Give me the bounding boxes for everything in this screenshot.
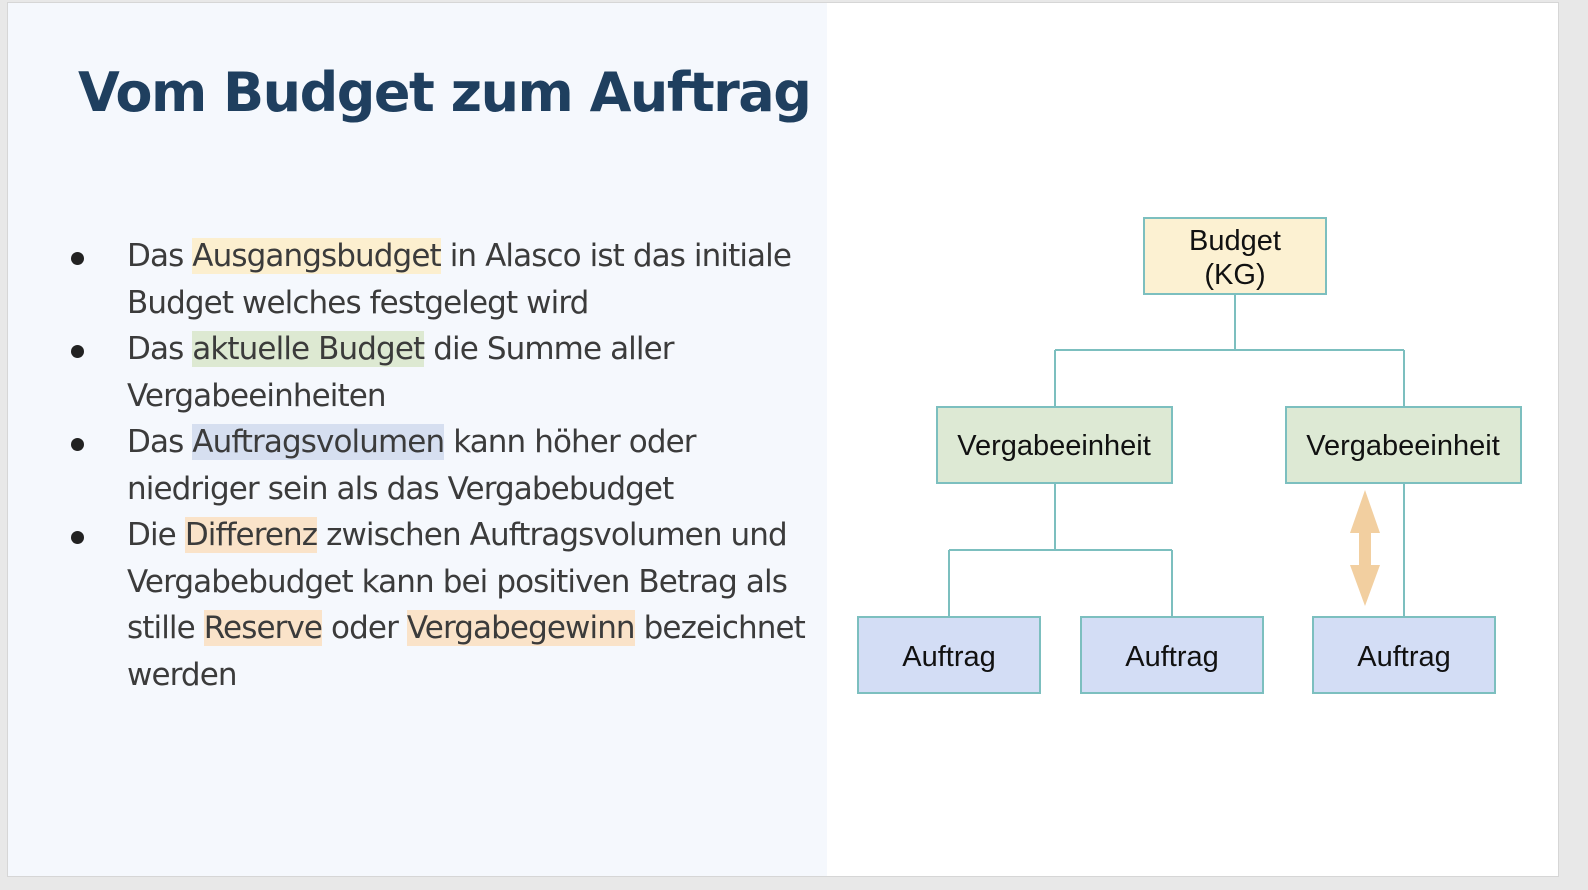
- bullet-icon: [71, 438, 84, 451]
- auftrag-node: Auftrag: [1080, 616, 1264, 694]
- bullet-text-part: bezeichnet werden: [127, 610, 806, 693]
- bullet-text-part: Das: [127, 238, 193, 274]
- auftrag-node-label: Auftrag: [902, 641, 996, 673]
- auftrag-node-box: [1080, 616, 1264, 694]
- highlight-auftragsvolumen: Auftragsvolumen: [192, 424, 445, 460]
- auftrag-node-label: Auftrag: [1125, 641, 1219, 673]
- auftrag-node-label: Auftrag: [1357, 641, 1451, 673]
- slide: Vom Budget zum Auftrag Das Ausgangsbudge…: [7, 2, 1559, 877]
- budget-node-sublabel: (KG): [1204, 259, 1265, 291]
- bullet-item: Das aktuelle Budget die Summe aller Verg…: [68, 326, 807, 419]
- bullet-text-part: Die: [127, 517, 185, 553]
- bullet-text-part: in Alasco ist das initiale Budget welche…: [127, 238, 792, 321]
- budget-node: Budget (KG): [1143, 217, 1327, 295]
- connectors: [948, 294, 1405, 617]
- auftrag-node: Auftrag: [1312, 616, 1496, 694]
- vergabeeinheit-node-label: Vergabeeinheit: [957, 430, 1151, 462]
- bullet-item: Das Auftragsvolumen kann höher oder nied…: [68, 419, 807, 512]
- highlight-differenz: Differenz: [184, 517, 318, 553]
- vergabeeinheit-node-box: [936, 406, 1173, 484]
- highlight-vergabegewinn: Vergabegewinn: [406, 610, 636, 646]
- budget-node-label: Budget: [1189, 225, 1281, 257]
- vergabeeinheit-node-label: Vergabeeinheit: [1306, 430, 1500, 462]
- bullet-text-part: kann höher oder niedriger sein als das V…: [127, 424, 697, 507]
- bullet-text-part: Das: [127, 331, 193, 367]
- bullet-list: Das Ausgangsbudget in Alasco ist das ini…: [68, 233, 807, 698]
- vergabeeinheit-node: Vergabeeinheit: [936, 406, 1173, 484]
- auftrag-node-box: [1312, 616, 1496, 694]
- bullet-icon: [71, 531, 84, 544]
- bullet-text-part: Das: [127, 424, 193, 460]
- bullet-icon: [71, 252, 84, 265]
- vergabeeinheit-node-box: [1285, 406, 1522, 484]
- bullet-icon: [71, 345, 84, 358]
- highlight-ausgangsbudget: Ausgangsbudget: [192, 238, 442, 274]
- highlight-reserve: Reserve: [203, 610, 323, 646]
- budget-node-box: [1143, 217, 1327, 295]
- auftrag-node: Auftrag: [857, 616, 1041, 694]
- highlight-aktuelle-budget: aktuelle Budget: [192, 331, 425, 367]
- vergabeeinheit-node: Vergabeeinheit: [1285, 406, 1522, 484]
- hierarchy-diagram: Budget (KG) Vergabeeinheit Vergabeeinhei…: [857, 217, 1522, 694]
- auftrag-node-box: [857, 616, 1041, 694]
- bullet-text-part: die Summe aller Vergabeeinheiten: [127, 331, 675, 414]
- bullet-text-part: oder: [322, 610, 407, 646]
- slide-title: Vom Budget zum Auftrag: [78, 61, 812, 124]
- double-arrow-icon: [1350, 490, 1380, 606]
- bullet-item: Die Differenz zwischen Auftragsvolumen u…: [68, 512, 807, 698]
- bullet-text-part: zwischen Auftragsvolumen und Vergabebudg…: [127, 517, 788, 646]
- bullet-item: Das Ausgangsbudget in Alasco ist das ini…: [68, 233, 807, 326]
